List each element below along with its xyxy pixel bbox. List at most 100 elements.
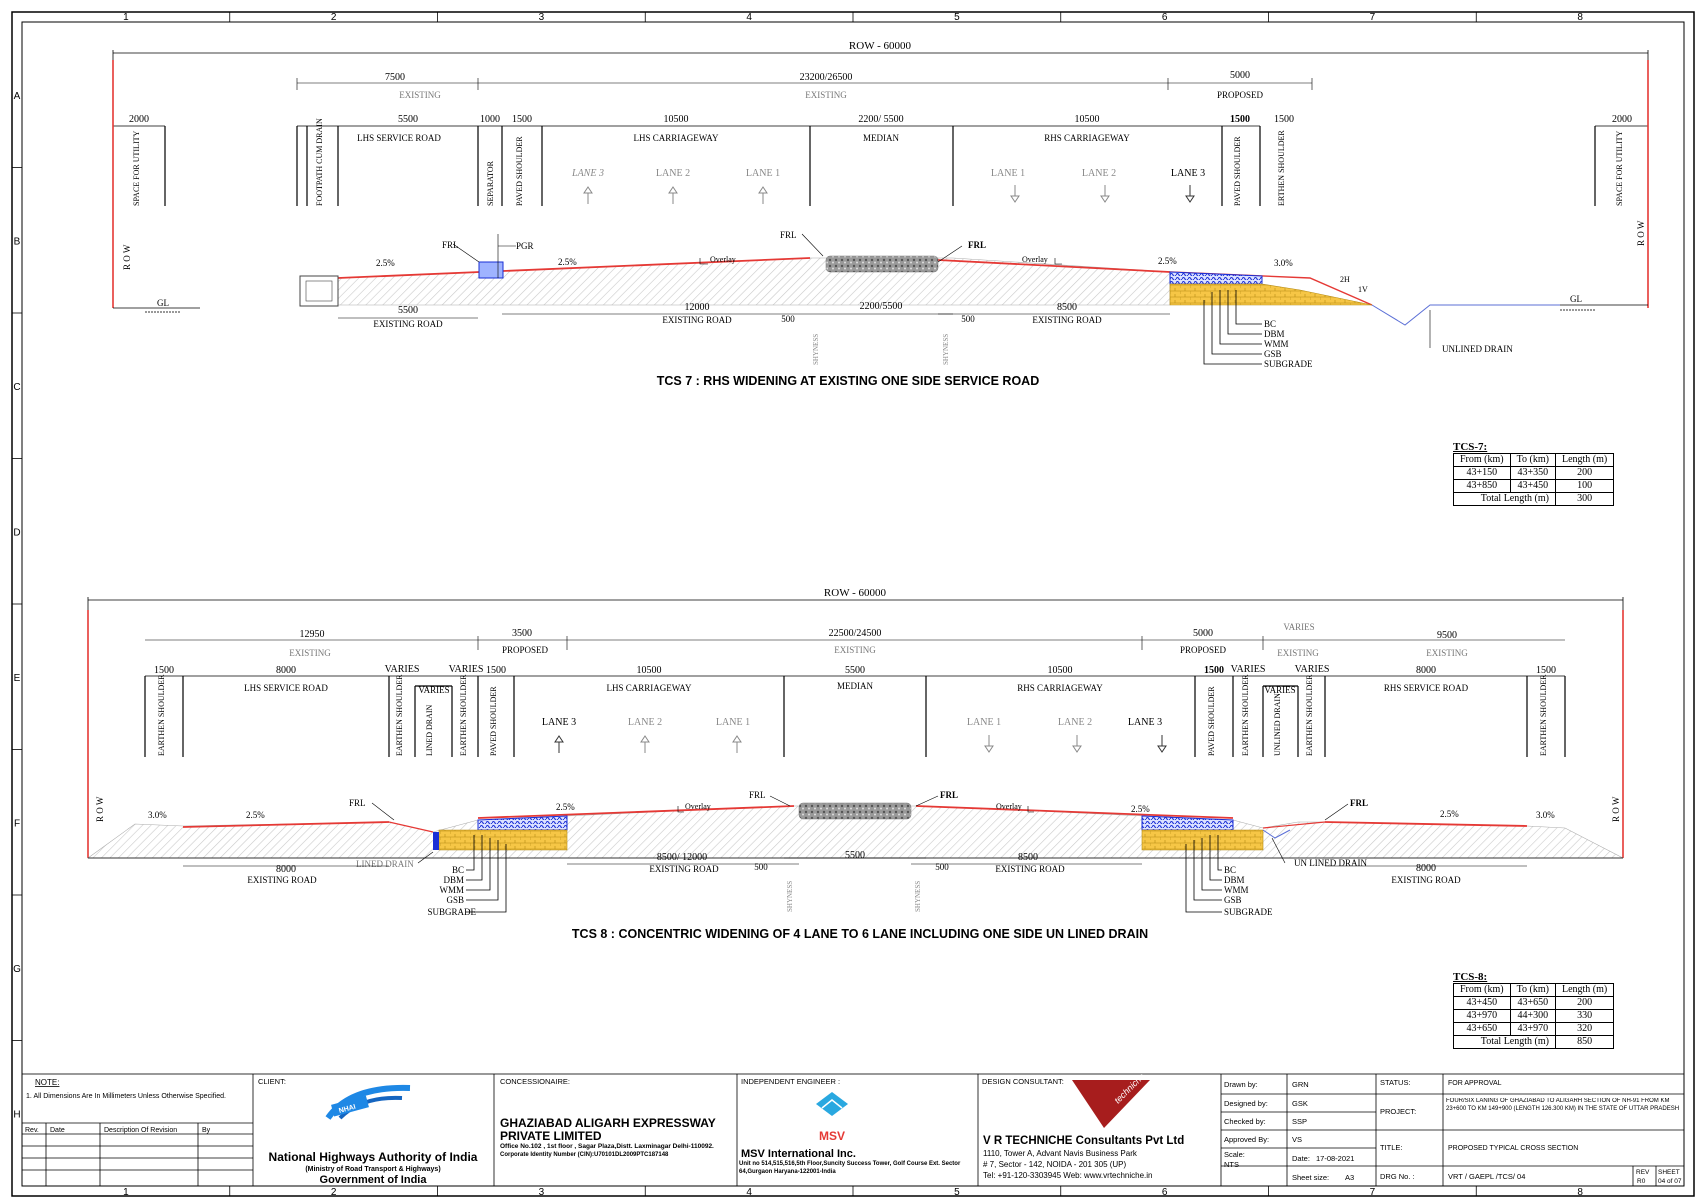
- table-cell: 200: [1554, 996, 1615, 1010]
- ie-name: MSV International Inc.: [741, 1148, 856, 1160]
- tcs8-lane-label: LANE 3: [542, 717, 576, 728]
- tcs7-layer: BC: [1264, 319, 1276, 329]
- tcs8-vertical-label: LINED DRAIN: [425, 704, 434, 756]
- note-title: NOTE:: [35, 1078, 59, 1087]
- designed-by-label: Designed by:: [1224, 1099, 1268, 1108]
- tcs8-dim-label: EXISTING: [289, 648, 331, 658]
- frame-row-ref: B: [14, 236, 21, 247]
- tcs7-shyness: SHYNESS: [942, 334, 950, 365]
- table-cell: 43+650: [1509, 996, 1556, 1010]
- tcs7-dim-value: 7500: [385, 72, 405, 83]
- tcs8-bottom-dim: 5500: [845, 850, 865, 861]
- tcs8-element-width: 8000: [276, 665, 296, 676]
- tcs7-zone-label: RHS CARRIAGEWAY: [1044, 133, 1130, 143]
- arrow-down-icon: [1010, 185, 1020, 203]
- tcs8-bottom-label: EXISTING ROAD: [247, 875, 317, 885]
- checked-by: SSP: [1292, 1117, 1307, 1126]
- concessionaire-label: CONCESSIONAIRE:: [500, 1077, 570, 1086]
- table-row: 43+150 43+350 200: [1453, 466, 1615, 480]
- tcs7-lane-label: LANE 1: [991, 168, 1025, 179]
- tcs7-lane-label: LANE 2: [656, 168, 690, 179]
- tcs8-varies-inner: VARIES: [418, 685, 449, 695]
- frame-row-ref: C: [13, 382, 20, 393]
- tcs8-layer: BC: [452, 865, 464, 875]
- sheet-label: SHEET: [1658, 1169, 1680, 1176]
- table-cell: 44+300: [1509, 1009, 1556, 1023]
- tcs7-section: ROW - 60000 7500 EXISTING 23200/26500 EX…: [112, 40, 1649, 388]
- table-cell: 43+150: [1453, 466, 1511, 480]
- frame-row-ref: A: [14, 91, 21, 102]
- table-row: 43+850 43+450 100: [1453, 479, 1615, 493]
- table-cell: 43+450: [1453, 996, 1511, 1010]
- concessionaire-address: Office No.102 , 1st floor , Sagar Plaza,…: [500, 1143, 714, 1150]
- frame-column-ref: 8: [1577, 1187, 1583, 1198]
- drawing-frame: [21, 21, 1685, 1187]
- tcs7-dim-label: EXISTING: [399, 90, 441, 100]
- tcs7-gl: GL: [1570, 294, 1582, 304]
- tcs8-vertical-label: PAVED SHOULDER: [489, 686, 498, 756]
- frame-column-ref: 3: [539, 12, 545, 23]
- msv-logo-text: MSV: [819, 1129, 845, 1143]
- dc-address-line: Tel: +91-120-3303945 Web: www.vrtechnich…: [983, 1171, 1153, 1180]
- concessionaire-name: GHAZIABAD ALIGARH EXPRESSWAY PRIVATE LIM…: [500, 1117, 716, 1143]
- tcs7-element-width: 2000: [129, 114, 149, 125]
- sheet-size-label: Sheet size:: [1292, 1173, 1329, 1182]
- tcs7-bottom-dim: 500: [961, 314, 975, 324]
- tcs7-dim-value: 23200/26500: [800, 72, 853, 83]
- tcs8-vertical-label: EARTHEN SHOULDER: [1539, 674, 1548, 756]
- table-total: 850: [1554, 1035, 1615, 1049]
- tcs7-bottom-dim: 5500: [398, 305, 418, 316]
- ie-label: INDEPENDENT ENGINEER :: [741, 1077, 840, 1086]
- tcs8-zone-label: RHS CARRIAGEWAY: [1017, 683, 1103, 693]
- tcs7-overlay: Overlay: [1022, 255, 1048, 264]
- tcs7-shyness: SHYNESS: [812, 334, 820, 365]
- tcs8-frl: FRL: [1350, 798, 1368, 808]
- tcs8-lane-label: LANE 2: [1058, 717, 1092, 728]
- tcs8-slope: 2.5%: [556, 802, 575, 812]
- table-cell: 100: [1554, 479, 1615, 493]
- table-cell: 43+450: [1509, 479, 1556, 493]
- frame-row-ref: D: [13, 527, 20, 538]
- tcs8-vertical-label: UNLINED DRAIN: [1273, 693, 1282, 756]
- rev-header: Description Of Revision: [104, 1127, 177, 1134]
- tcs8-bottom-label: EXISTING ROAD: [1391, 875, 1461, 885]
- tcs7-pgr: PGR: [516, 241, 534, 251]
- tcs7-layer: DBM: [1264, 329, 1285, 339]
- frame-column-ref: 5: [954, 12, 960, 23]
- frame-row-ref: H: [13, 1109, 20, 1120]
- table-cell: 330: [1554, 1009, 1615, 1023]
- frame-column-ref: 1: [123, 12, 129, 23]
- tcs7-dim-label: PROPOSED: [1217, 90, 1264, 100]
- tcs8-lane-label: LANE 1: [716, 717, 750, 728]
- tcs8-slope: 2.5%: [1440, 809, 1459, 819]
- scale: NTS: [1224, 1160, 1239, 1169]
- tcs8-element-width: 10500: [1048, 665, 1073, 676]
- tcs8-element-width: 1500: [154, 665, 174, 676]
- tcs7-frl: FRL: [780, 230, 797, 240]
- frame-row-ref: F: [14, 818, 20, 829]
- rev-label: REV: [1636, 1169, 1650, 1176]
- tcs8-dim-value: 22500/24500: [829, 628, 882, 639]
- arrow-up-icon: [640, 735, 650, 753]
- tcs7-vertical-label: PAVED SHOULDER: [1233, 136, 1242, 206]
- table-total-label: Total Length (m): [1453, 1035, 1556, 1049]
- drg-number: VRT / GAEPL /TCS/ 04: [1448, 1172, 1525, 1181]
- tcs7-zone-label: LHS CARRIAGEWAY: [634, 133, 719, 143]
- tcs7-dim-label: EXISTING: [805, 90, 847, 100]
- tcs8-bottom-dim: 500: [935, 862, 949, 872]
- tcs8-vertical-label: EARTHEN SHOULDER: [157, 674, 166, 756]
- tcs8-bottom-dim: 8500: [1018, 852, 1038, 863]
- arrow-up-icon: [758, 186, 768, 204]
- sheet-size: A3: [1345, 1173, 1354, 1182]
- project-description: FOUR/SIX LANING OF GHAZIABAD TO ALIGARH …: [1446, 1098, 1680, 1112]
- tcs7-slope: 2H: [1340, 275, 1350, 284]
- tcs7-slope: 3.0%: [1274, 258, 1293, 268]
- dc-name: V R TECHNICHE Consultants Pvt Ltd: [983, 1135, 1184, 1147]
- rev-header: Rev.: [25, 1127, 39, 1134]
- tcs7-element-width: 10500: [1075, 114, 1100, 125]
- client-name: National Highways Authority of India: [269, 1150, 478, 1164]
- tcs8-layer: DBM: [1224, 875, 1245, 885]
- tcs7-vertical-label: SPACE FOR UTILITY: [132, 131, 141, 206]
- tcs8-vertical-label: PAVED SHOULDER: [1207, 686, 1216, 756]
- tcs7-vertical-label: FOOTPATH CUM DRAIN: [315, 118, 324, 206]
